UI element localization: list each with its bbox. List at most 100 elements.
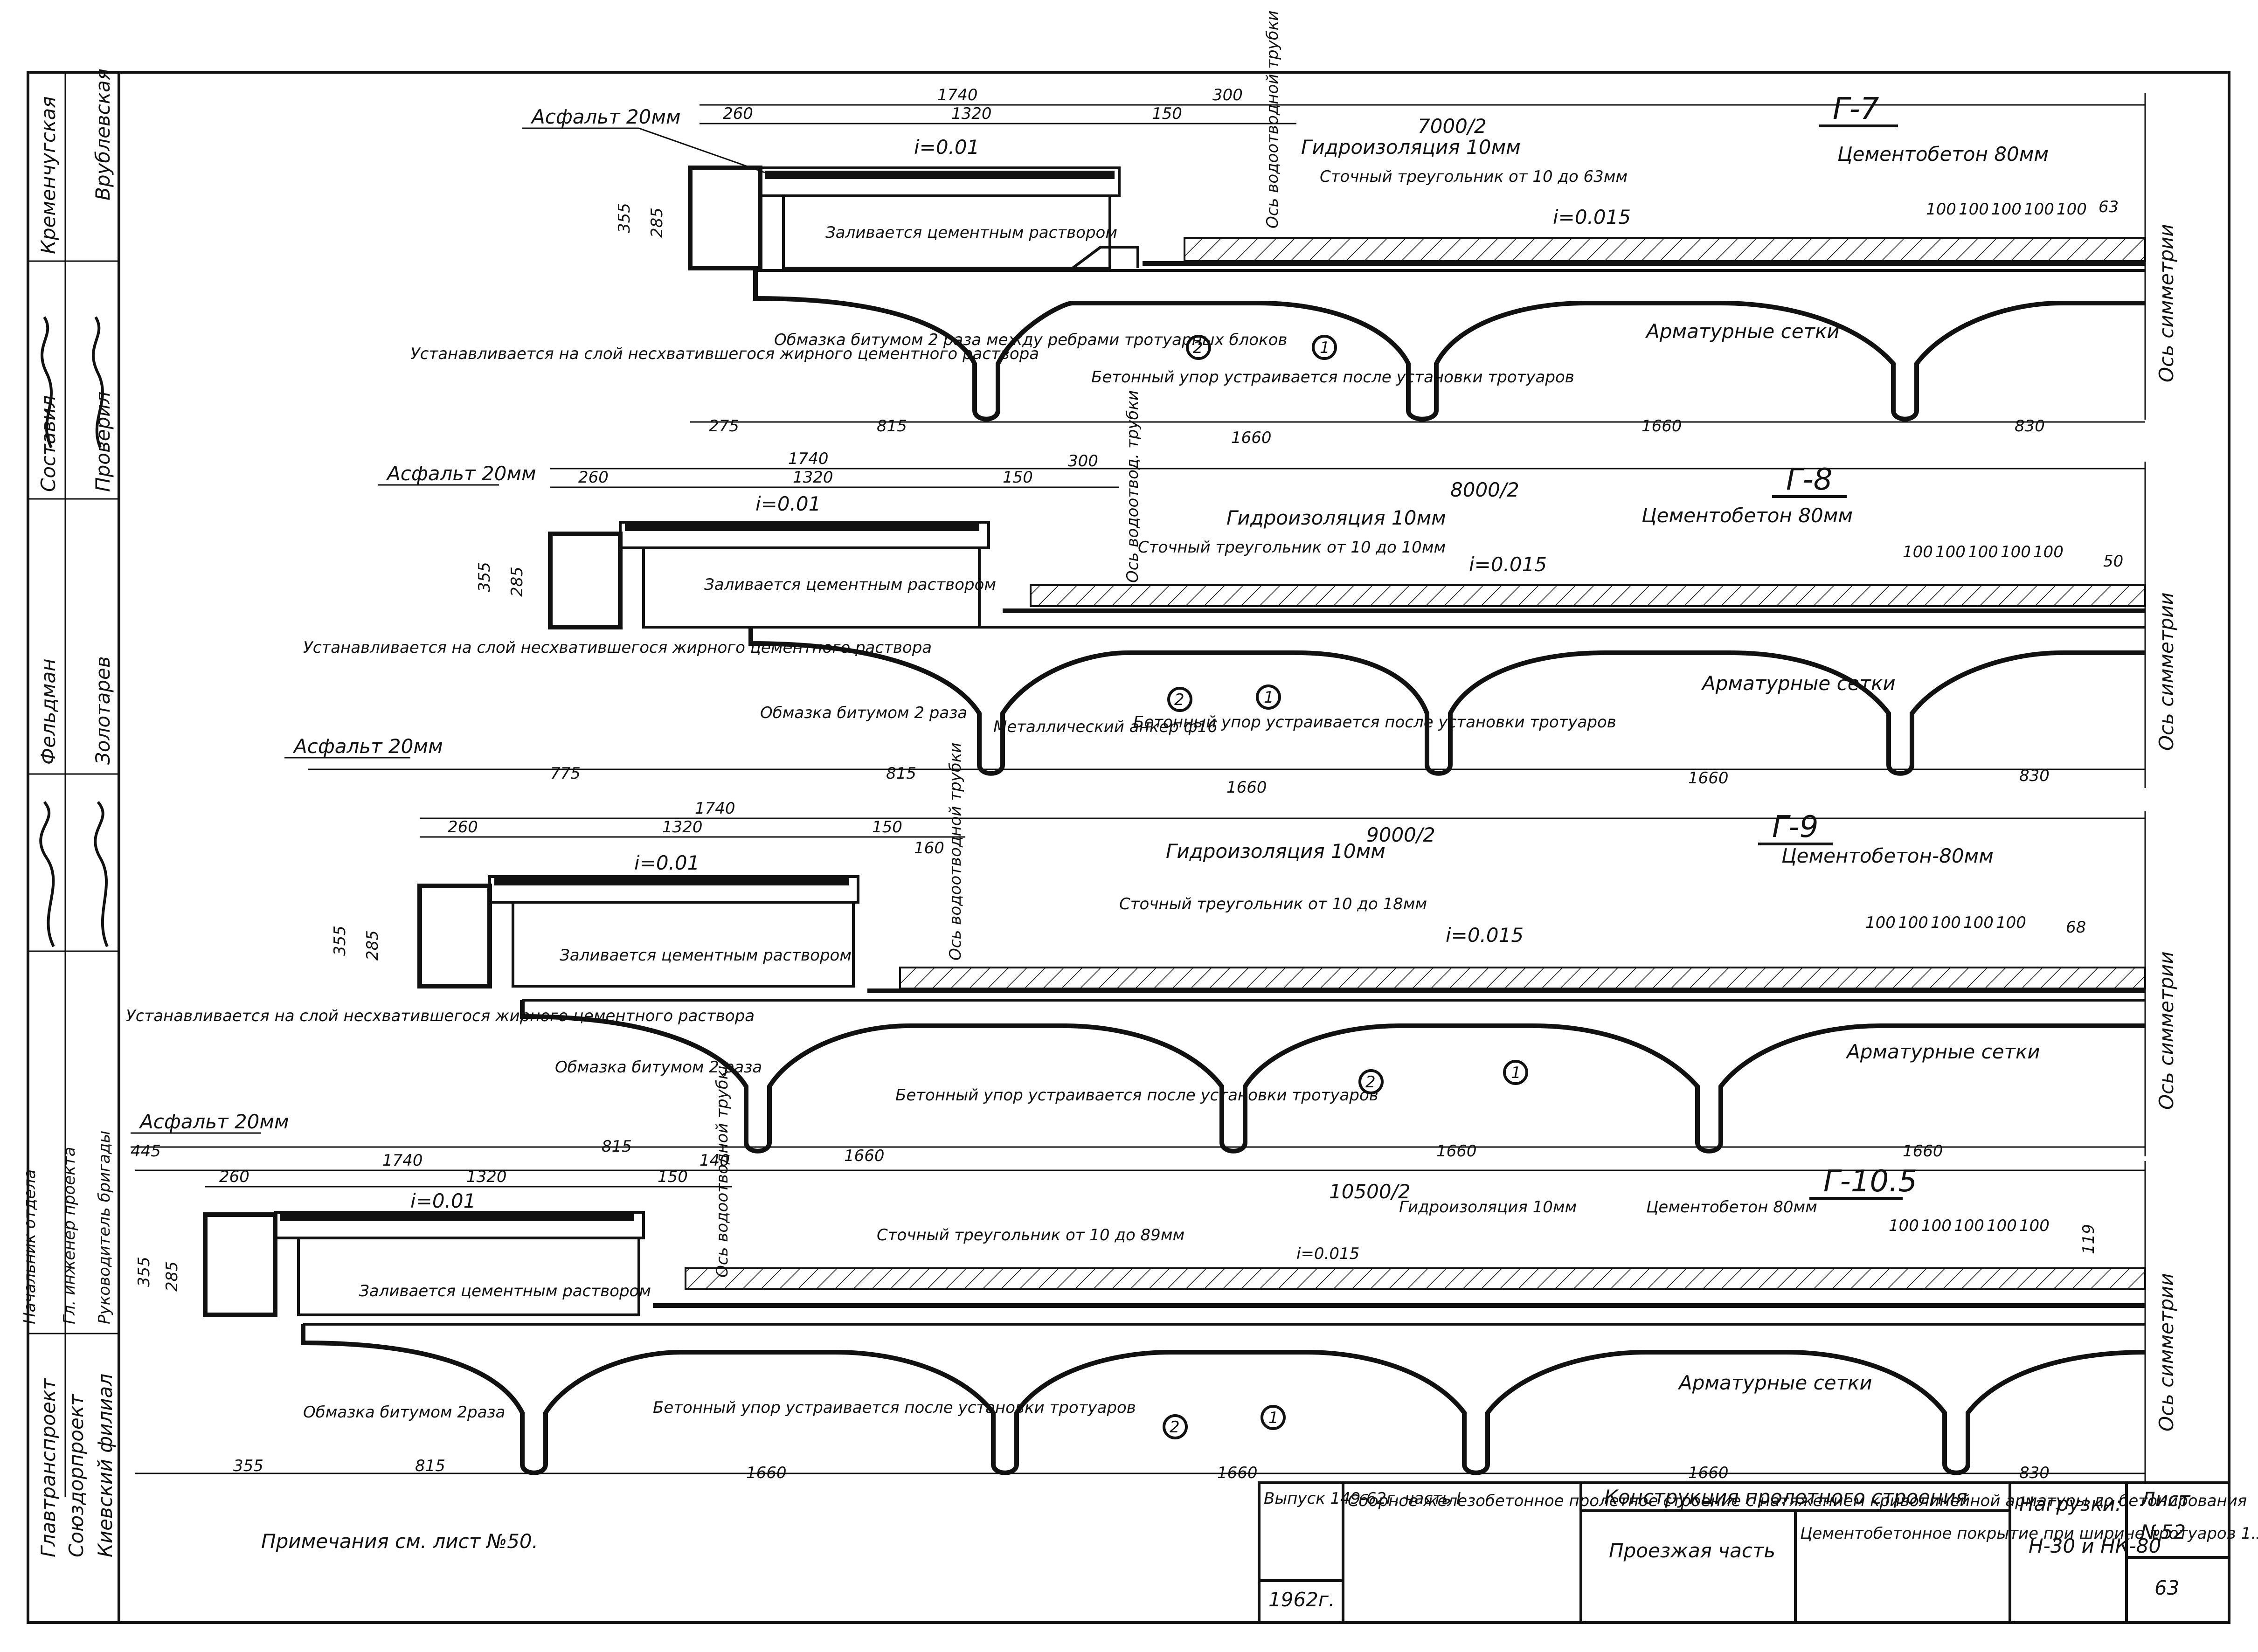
right-dim: 50 <box>2103 552 2123 571</box>
marker-2 <box>1163 1414 1188 1439</box>
drain-axis: Ось водоотводной трубки <box>1263 11 1282 228</box>
mesh-label: Арматурные сетки <box>1645 320 1840 343</box>
waterproof-label: Гидроизоляция 10мм <box>1301 136 1521 159</box>
half-width: 9000/2 <box>1366 823 1435 846</box>
mortar-label: Заливается цементным раствором <box>704 575 996 594</box>
waterproof-label: Гидроизоляция 10мм <box>1399 1198 1577 1217</box>
sidebar-role-checked: Проверил <box>91 392 114 492</box>
symmetry-axis: Ось симметрии <box>2155 951 2178 1110</box>
asphalt-label: Асфальт 20мм <box>530 105 681 128</box>
slope-road: i=0.015 <box>1553 206 1631 228</box>
dim-1320: 1320 <box>951 104 992 123</box>
mesh-s3: 100 <box>1963 913 1994 932</box>
dim-b4: 1660 <box>1688 1464 1729 1482</box>
dim-b3: 1660 <box>1217 1464 1258 1482</box>
dim-1320: 1320 <box>793 468 833 487</box>
dim-300: 300 <box>1212 86 1243 104</box>
mesh-spacing: 100 100 100 100 100 <box>1889 1217 2050 1235</box>
drain-triangle-label: Сточный треугольник от 10 до 18мм <box>1119 895 1427 913</box>
marker-2-text: 2 <box>1365 1073 1376 1092</box>
marker-2-text: 2 <box>1170 1418 1180 1437</box>
symmetry-axis: Ось симметрии <box>2155 592 2178 751</box>
mesh-label: Арматурные сетки <box>1677 1371 1872 1394</box>
mesh-s1: 100 <box>1921 1217 1952 1235</box>
section-g10-5: Г-10.5 10500/2 Асфальт 20мм i=0.01 Гидро… <box>131 1060 2178 1483</box>
slope-walk: i=0.01 <box>755 492 821 515</box>
mesh-s2: 100 <box>1968 543 1998 561</box>
mesh-s4: 100 <box>2033 543 2064 561</box>
sidebar-name-4: Золотарев <box>91 656 114 765</box>
sidebar-name-2: Врублевская <box>91 69 114 200</box>
cement-concrete-label: Цементобетон 80мм <box>1642 504 1853 527</box>
mortar-label: Заливается цементным раствором <box>825 223 1117 242</box>
mesh-spacing: 100 100 100 100 100 <box>1903 543 2064 561</box>
marker-1 <box>1261 1405 1286 1430</box>
symmetry-axis: Ось симметрии <box>2155 224 2178 382</box>
installed-label: Устанавливается на слой несхватившегося … <box>126 1007 755 1025</box>
bitumen-label: Обмазка битумом 2 раза <box>555 1058 762 1077</box>
section-title: Г-8 <box>1786 463 1832 497</box>
drain-axis: Ось водоотвод. трубки <box>1123 390 1142 583</box>
tb-page: 63 <box>2154 1576 2179 1599</box>
mesh-s0: 100 <box>1889 1217 1919 1235</box>
dim-1320: 1320 <box>466 1168 507 1186</box>
slope-road: i=0.015 <box>1446 924 1524 947</box>
dim-b2: 1660 <box>1226 778 1267 797</box>
marker-1-text: 1 <box>1320 339 1330 357</box>
signature-3 <box>39 801 55 947</box>
marker-1-text: 1 <box>1511 1064 1521 1082</box>
h-355: 355 <box>135 1257 153 1287</box>
mesh-s1: 100 <box>1959 200 1989 219</box>
mesh-s1: 100 <box>1935 543 1966 561</box>
note: Примечания см. лист №50. <box>261 1530 538 1553</box>
dim-1320: 1320 <box>662 818 703 836</box>
right-dim: 119 <box>2079 1224 2098 1254</box>
symmetry-axis: Ось симметрии <box>2155 1273 2178 1431</box>
section-g8: Г-8 8000/2 Асфальт 20мм i=0.01 Гидроизол… <box>303 390 2178 797</box>
signature-1 <box>41 316 53 449</box>
mesh-s3: 100 <box>2024 200 2054 219</box>
dim-b1: 815 <box>886 764 916 783</box>
tb-structure: Сборное железобетонное пролетное строени… <box>1348 1492 2247 1510</box>
marker-2 <box>1186 335 1211 360</box>
drain-axis: Ось водоотводной трубки <box>946 743 965 961</box>
marker-1 <box>1312 335 1337 360</box>
slope-walk: i=0.01 <box>634 851 700 874</box>
dim-1740: 1740 <box>382 1151 423 1170</box>
dim-b4: 830 <box>2019 767 2050 785</box>
marker-2 <box>1167 687 1192 712</box>
dim-260: 260 <box>448 818 478 836</box>
section-title: Г-7 <box>1833 92 1879 126</box>
drain-triangle-label: Сточный треугольник от 10 до 63мм <box>1320 167 1628 186</box>
asphalt-label: Асфальт 20мм <box>386 462 536 485</box>
dim-b0: 445 <box>131 1142 161 1161</box>
sidebar-org-3: Киевский филиал <box>94 1374 117 1557</box>
dim-b5: 830 <box>2019 1464 2050 1482</box>
dim-b0: 775 <box>550 764 581 783</box>
installed-label: Устанавливается на слой несхватившегося … <box>410 345 1039 363</box>
dim-b1: 815 <box>602 1137 632 1156</box>
dim-150: 150 <box>1152 104 1182 123</box>
marker-1 <box>1256 684 1281 710</box>
h-285: 285 <box>363 930 382 961</box>
dim-160: 160 <box>914 839 944 857</box>
asphalt-label: Асфальт 20мм <box>292 735 443 758</box>
mesh-spacing: 100 100 100 100 100 <box>1865 913 2026 932</box>
anchor-label: Металлический анкер ф16 <box>993 718 1218 736</box>
h-285: 285 <box>163 1261 181 1292</box>
dim-b3: 1660 <box>1688 769 1729 788</box>
marker-1 <box>1503 1060 1528 1085</box>
section-g7: Г-7 7000/2 Асфальт 20мм i=0.01 Гидроизол… <box>410 11 2178 447</box>
sidebar-name-1: Кременчугская <box>37 96 60 254</box>
marker-1-text: 1 <box>1268 1409 1279 1427</box>
bitumen-label: Обмазка битумом 2 раза <box>760 704 967 722</box>
tb-sheet-no: №52 <box>2140 1521 2186 1543</box>
sidebar-role-chief: Гл. инженер проекта <box>60 1147 79 1324</box>
installed-label: Устанавливается на слой несхватившегося … <box>303 638 932 657</box>
dim-b2: 1660 <box>1231 429 1272 447</box>
slope-road: i=0.015 <box>1469 553 1547 576</box>
tb-header: Конструкция пролетного строения <box>1604 1486 1967 1508</box>
dim-b4: 1660 <box>1903 1142 1943 1161</box>
dim-b0: 275 <box>709 417 739 435</box>
bitumen-label: Обмазка битумом 2 раза между ребрами тро… <box>774 331 1287 349</box>
